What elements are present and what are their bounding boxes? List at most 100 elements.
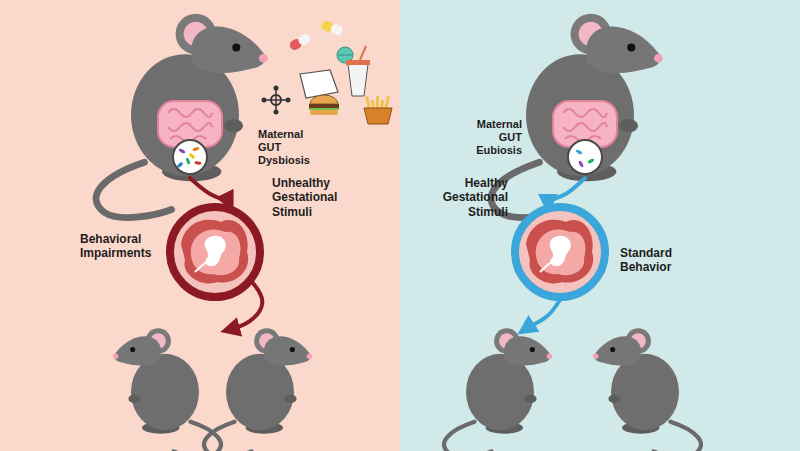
mouse-nose [259, 54, 268, 63]
mouse-figure [113, 328, 221, 451]
microbiota-inset [568, 140, 602, 174]
mouse-tail [654, 422, 702, 451]
mouse-paw [285, 395, 297, 404]
label-holder: Standard Behavior [620, 246, 672, 275]
right-panel [400, 0, 800, 451]
burger-bottom [310, 110, 338, 115]
mouse-paw [224, 119, 243, 133]
flow-arrow [190, 178, 230, 204]
label-holder: Healthy Gestational Stimuli [443, 176, 508, 219]
label-holder: Maternal GUT Dysbiosis [258, 128, 310, 168]
uterine-wall [526, 220, 593, 284]
microbiota-inset [173, 140, 207, 174]
pill-half [329, 23, 344, 37]
bacterium [575, 149, 583, 155]
bacterium [188, 152, 195, 159]
label-holder: Maternal GUT Eubiosis [476, 118, 522, 158]
umbilical-cord [540, 260, 554, 272]
mouse-tail [444, 422, 492, 451]
tablet-score [338, 55, 352, 56]
womb [170, 207, 260, 297]
womb-ring [515, 207, 605, 297]
cup-lid [346, 60, 370, 65]
bacterium [185, 157, 190, 165]
stimuli-icons [262, 20, 393, 124]
intestine-loops [563, 109, 607, 142]
burger-patty [309, 104, 339, 108]
diagram-label: Behavioral Impairments [80, 232, 151, 261]
mouse-head [594, 336, 640, 365]
mouse-figure [204, 328, 312, 451]
flow-arrow [548, 178, 585, 206]
mouse-tail [204, 422, 252, 451]
bacterium [176, 162, 183, 169]
mouse-head [587, 26, 661, 73]
takeaway-box [300, 70, 338, 98]
mouse-nose [547, 354, 552, 359]
mouse-paw [128, 395, 140, 404]
diagram-label: Unhealthy Gestational Stimuli [272, 176, 337, 219]
mouse-paw [619, 119, 638, 133]
mouse-figure [593, 328, 701, 451]
mouse-eye [627, 43, 635, 51]
bacterium [194, 161, 201, 165]
burger-bun [310, 95, 338, 104]
mouse-nose [593, 354, 598, 359]
burger-lettuce [309, 108, 339, 110]
mouse-nose [113, 354, 118, 359]
mouse-eye [290, 347, 295, 352]
mouse-eye [610, 347, 615, 352]
umbilical-cord [195, 260, 209, 272]
fries-pack [364, 108, 392, 124]
bacterium [192, 146, 200, 151]
atom-center [271, 95, 281, 105]
mouse-head [264, 336, 310, 365]
drink-cup [348, 64, 368, 96]
straw [360, 46, 366, 60]
bacterium [178, 148, 186, 154]
molecule-icon [262, 86, 291, 115]
flow-arrow [228, 282, 262, 330]
bacterium [578, 160, 584, 168]
mouse-tail [174, 422, 222, 451]
amniotic-sac [191, 229, 241, 275]
mouse-paw [608, 395, 620, 404]
pill-half [297, 32, 312, 47]
atom [274, 86, 279, 91]
mouse-figure [96, 14, 268, 218]
diagram-label: Maternal GUT Dysbiosis [258, 128, 310, 168]
mouse-eye [232, 43, 240, 51]
left-panel [0, 0, 400, 451]
bacterium [587, 158, 595, 164]
womb [515, 207, 605, 297]
pill-icon [288, 32, 312, 52]
label-holder: Unhealthy Gestational Stimuli [272, 176, 337, 219]
womb-ring [170, 207, 260, 297]
mouse-eye [130, 347, 135, 352]
mouse-head [504, 336, 550, 365]
mouse-paw [525, 395, 537, 404]
mouse-figure [491, 14, 663, 218]
flow-arrow [524, 300, 560, 330]
atom [286, 98, 291, 103]
mouse-nose [654, 54, 663, 63]
amniotic-sac [536, 229, 586, 275]
uterine-wall [181, 220, 248, 284]
diagram-label: Maternal GUT Eubiosis [476, 118, 522, 158]
mouse-tail [96, 162, 171, 217]
inset-circle [568, 140, 602, 174]
label-holder: Behavioral Impairments [80, 232, 151, 261]
mouse-head [192, 26, 266, 73]
diagram-label: Standard Behavior [620, 246, 672, 275]
mouse-nose [307, 354, 312, 359]
mouse-figure [444, 328, 552, 451]
atom [274, 110, 279, 115]
diagram-label: Healthy Gestational Stimuli [443, 176, 508, 219]
mouse-eye [530, 347, 535, 352]
inset-circle [173, 140, 207, 174]
atom [262, 98, 267, 103]
pill-icon [320, 20, 344, 37]
mouse-head [114, 336, 160, 365]
